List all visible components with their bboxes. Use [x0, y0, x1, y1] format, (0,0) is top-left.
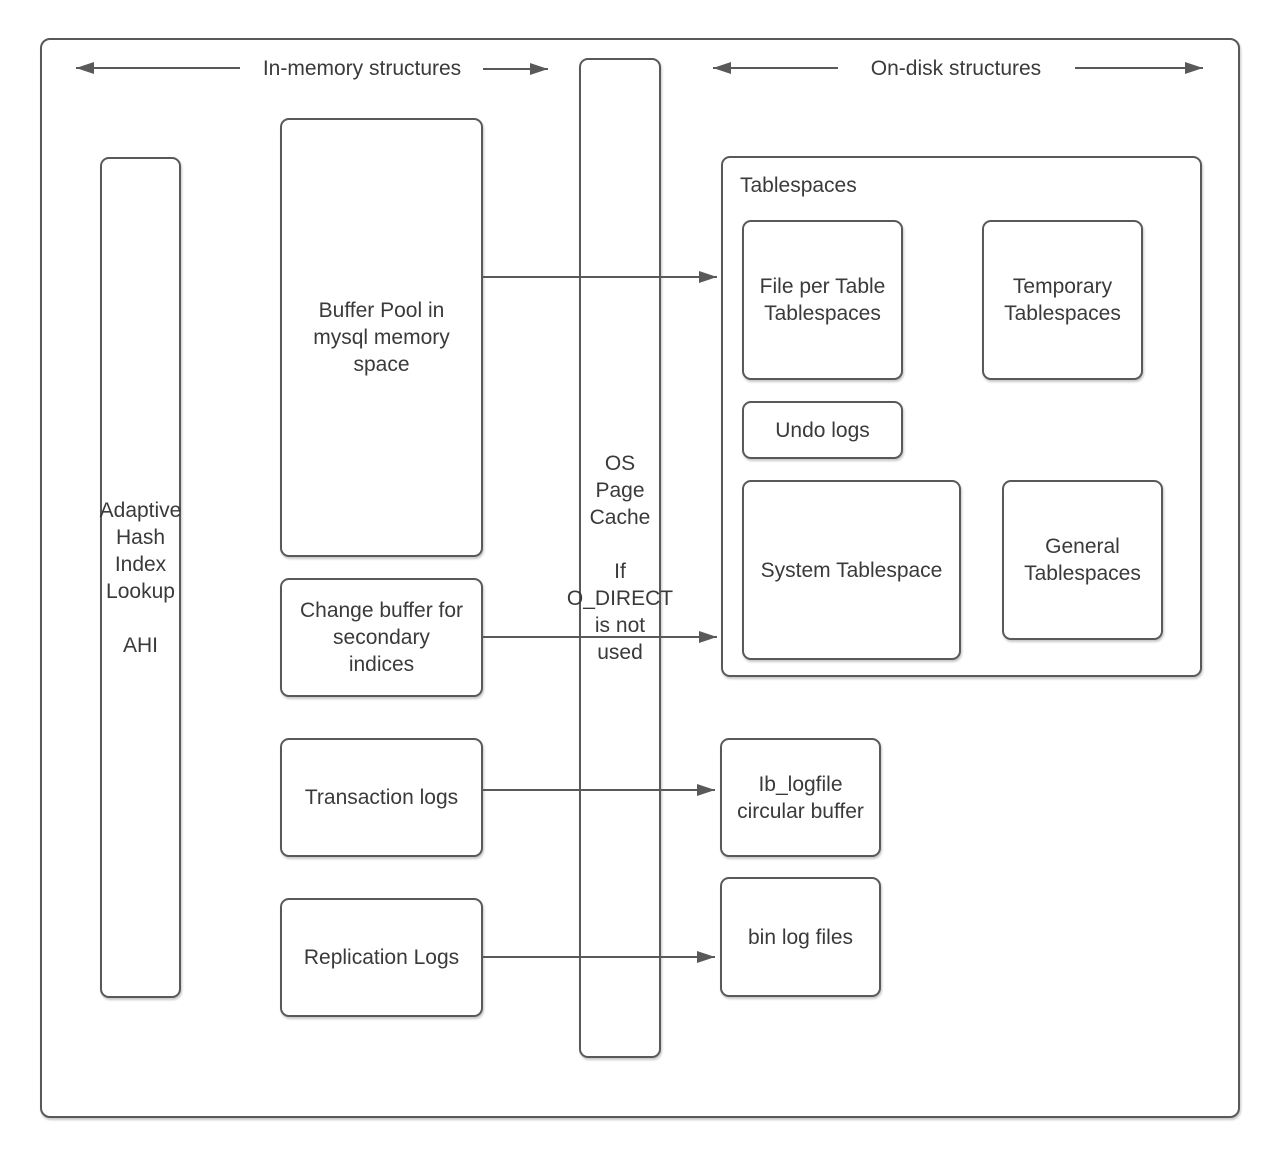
os-page-cache-box: OS Page Cache If O_DIRECT is not used: [567, 58, 673, 1058]
header-on-disk: On-disk structures: [844, 54, 1068, 82]
tablespaces-group: Tablespaces File per Table Tablespaces T…: [721, 156, 1202, 677]
buffer-pool-box: Buffer Pool in mysql memory space: [280, 118, 483, 557]
temporary-tablespaces-label: Temporary Tablespaces: [1004, 275, 1121, 325]
change-buffer-box: Change buffer for secondary indices: [280, 578, 483, 697]
os-page-cache-label: OS Page Cache If O_DIRECT is not used: [566, 452, 674, 664]
undo-logs-box: Undo logs: [742, 401, 903, 459]
undo-logs-label: Undo logs: [775, 418, 870, 442]
change-buffer-label: Change buffer for secondary indices: [299, 599, 464, 676]
header-on-disk-label: On-disk structures: [870, 56, 1042, 80]
replication-logs-label: Replication Logs: [303, 946, 460, 969]
bin-log-files-label: bin log files: [747, 925, 854, 949]
buffer-pool-label: Buffer Pool in mysql memory space: [313, 299, 450, 376]
temporary-tablespaces-box: Temporary Tablespaces: [982, 220, 1143, 380]
file-per-table-box: File per Table Tablespaces: [742, 220, 903, 380]
adaptive-hash-index-box: Adaptive Hash Index Lookup AHI: [100, 157, 181, 998]
ib-logfile-label: Ib_logfile circular buffer: [737, 772, 864, 823]
general-tablespaces-label: General Tablespaces: [1024, 535, 1141, 585]
bin-log-files-box: bin log files: [720, 877, 881, 997]
general-tablespaces-box: General Tablespaces: [1002, 480, 1163, 640]
header-in-memory-label: In-memory structures: [262, 56, 462, 80]
transaction-logs-label: Transaction logs: [304, 786, 459, 809]
transaction-logs-box: Transaction logs: [280, 738, 483, 857]
ib-logfile-box: Ib_logfile circular buffer: [720, 738, 881, 857]
system-tablespace-label: System Tablespace: [760, 558, 943, 582]
header-in-memory: In-memory structures: [250, 54, 474, 82]
adaptive-hash-index-label: Adaptive Hash Index Lookup AHI: [99, 498, 182, 657]
replication-logs-box: Replication Logs: [280, 898, 483, 1017]
system-tablespace-box: System Tablespace: [742, 480, 961, 660]
file-per-table-label: File per Table Tablespaces: [759, 275, 886, 325]
tablespaces-title: Tablespaces: [740, 174, 857, 197]
